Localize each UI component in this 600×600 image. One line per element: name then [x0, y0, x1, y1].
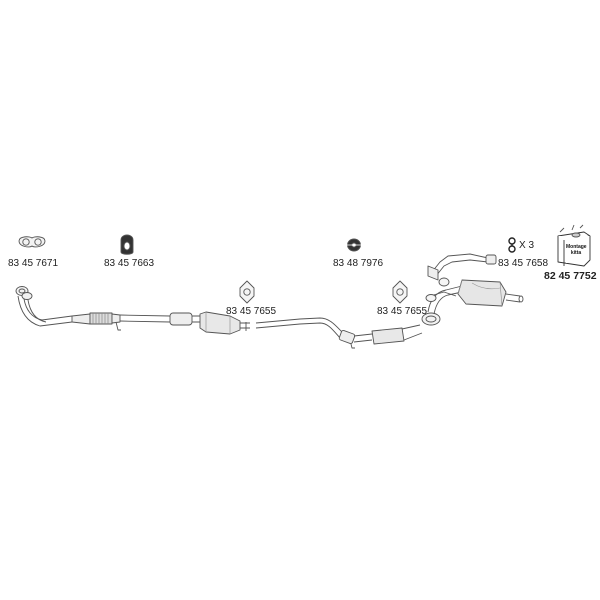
- part-number-rubber-ring: 83 48 7976: [333, 258, 384, 269]
- part-number-gasket-flange-1: 83 45 7655: [226, 306, 277, 317]
- clamp-bolt-quantity: X 3: [519, 240, 535, 251]
- part-number-mounting-kit: 82 45 7752: [544, 270, 597, 282]
- part-number-gasket-twin: 83 45 7671: [8, 258, 59, 269]
- twin-hole-gasket-icon: [18, 236, 46, 248]
- part-number-clamp-bolt: 83 45 7658: [498, 258, 549, 269]
- flange-gasket-icon: [239, 280, 255, 304]
- part-number-gasket-flange-2: 83 45 7655: [377, 306, 428, 317]
- part-number-rubber-hanger: 83 45 7663: [104, 258, 155, 269]
- clamp-bolt-icon: [508, 237, 516, 253]
- mounting-kit-box-icon: [557, 224, 591, 267]
- middle-pipe: [255, 317, 356, 349]
- intermediate-pipe-front: [119, 312, 200, 326]
- flange-gasket-icon: [392, 280, 408, 304]
- front-downpipe: [15, 286, 121, 331]
- centre-silencer: [353, 312, 441, 345]
- rubber-hanger-icon: [120, 234, 134, 255]
- catalytic-converter: [199, 311, 250, 335]
- rear-silencer: [425, 253, 524, 315]
- rubber-ring-icon: [347, 238, 361, 252]
- mounting-kit-box-label: Montage kitta: [566, 244, 587, 256]
